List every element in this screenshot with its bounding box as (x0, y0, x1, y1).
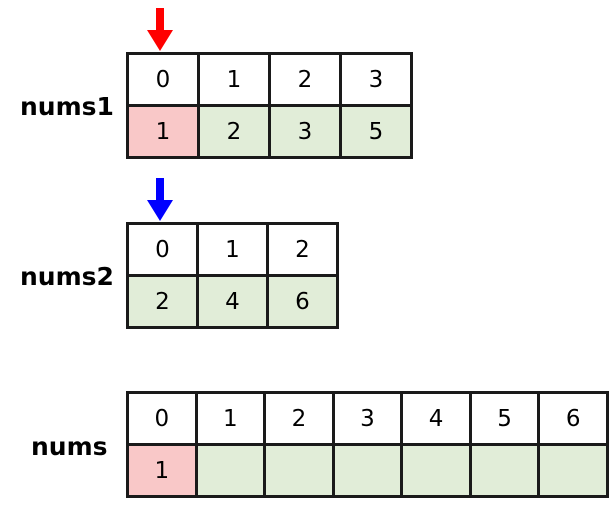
value-cell: 4 (196, 274, 269, 329)
table-row-value-nums: 1 (126, 443, 609, 498)
red-down-arrow-icon (145, 8, 175, 52)
index-cell: 4 (400, 391, 472, 446)
value-cell: 6 (266, 274, 339, 329)
table-row-index-nums2: 0 1 2 (126, 222, 339, 277)
index-cell: 1 (197, 52, 271, 107)
value-cell: 5 (339, 104, 413, 159)
index-cell: 2 (268, 52, 342, 107)
index-cell: 1 (196, 222, 269, 277)
value-cell: 2 (126, 274, 199, 329)
index-cell: 0 (126, 391, 198, 446)
array-label-nums: nums (31, 432, 108, 461)
value-cell-highlighted: 1 (126, 443, 198, 498)
index-cell: 3 (339, 52, 413, 107)
array-table-nums: 0 1 2 3 4 5 6 1 (126, 391, 609, 498)
index-cell: 6 (537, 391, 609, 446)
index-cell: 1 (194, 391, 267, 446)
value-cell-empty (537, 443, 609, 498)
value-cell-highlighted: 1 (126, 104, 200, 159)
table-row-index-nums: 0 1 2 3 4 5 6 (126, 391, 609, 446)
index-cell: 0 (126, 52, 200, 107)
table-row-index-nums1: 0 1 2 3 (126, 52, 413, 107)
index-cell: 0 (126, 222, 199, 277)
value-cell-empty (468, 443, 541, 498)
value-cell: 2 (197, 104, 271, 159)
index-cell: 5 (468, 391, 541, 446)
table-row-value-nums2: 2 4 6 (126, 274, 339, 329)
value-cell-empty (400, 443, 472, 498)
array-table-nums1: 0 1 2 3 1 2 3 5 (126, 52, 413, 159)
value-cell-empty (331, 443, 404, 498)
blue-down-arrow-icon (145, 178, 175, 222)
array-label-nums2: nums2 (20, 262, 114, 291)
index-cell: 2 (266, 222, 339, 277)
table-row-value-nums1: 1 2 3 5 (126, 104, 413, 159)
value-cell-empty (194, 443, 267, 498)
value-cell-empty (263, 443, 335, 498)
array-label-nums1: nums1 (20, 92, 114, 121)
index-cell: 3 (331, 391, 404, 446)
index-cell: 2 (263, 391, 335, 446)
array-table-nums2: 0 1 2 2 4 6 (126, 222, 339, 329)
value-cell: 3 (268, 104, 342, 159)
